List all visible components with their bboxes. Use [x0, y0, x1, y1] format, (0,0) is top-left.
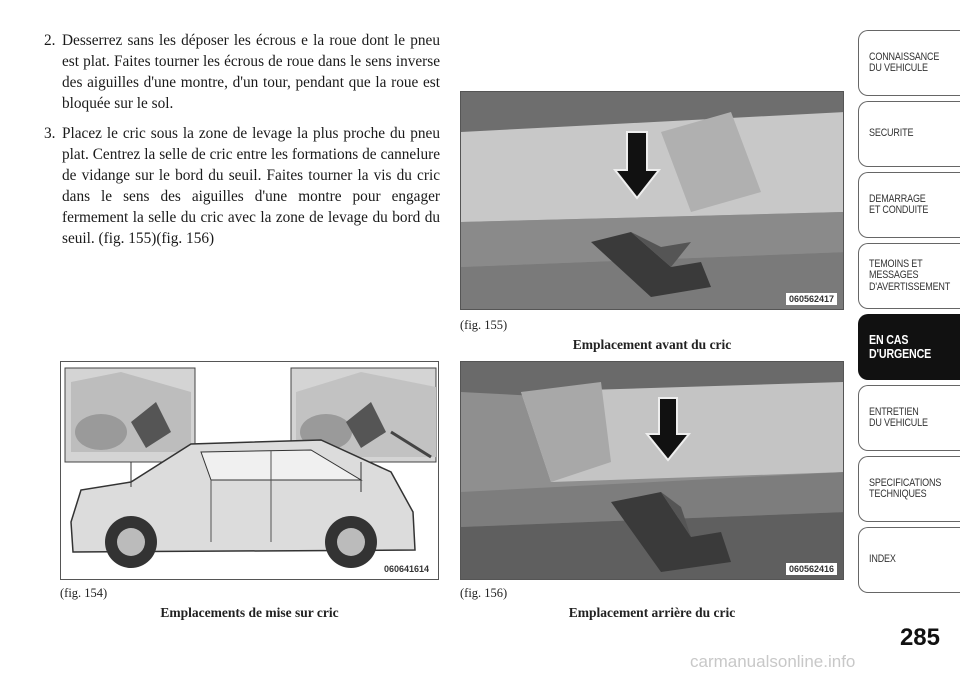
figure-154-image: 060641614 — [60, 361, 439, 580]
tab-index[interactable]: INDEX — [858, 527, 960, 593]
figure-156-caption: Emplacement arrière du cric — [568, 605, 736, 620]
figure-155-image: 060562417 — [460, 91, 844, 310]
figure-156-image: 060562416 — [460, 361, 844, 580]
step-item: 2. Desserrez sans les déposer les écrous… — [44, 30, 440, 114]
figure-code: 060562416 — [785, 563, 837, 575]
instruction-steps: 2. Desserrez sans les déposer les écrous… — [44, 30, 440, 258]
tab-label: EN CAS D'URGENCE — [869, 332, 932, 361]
tab-label: SECURITE — [869, 127, 914, 140]
tab-temoins-et-messages[interactable]: TEMOINS ET MESSAGES D'AVERTISSEMENT — [858, 243, 960, 309]
step-number: 3. — [44, 125, 56, 142]
figure-154-caption: Emplacements de mise sur cric — [160, 605, 339, 620]
tab-entretien-du-vehicule[interactable]: ENTRETIEN DU VEHICULE — [858, 385, 960, 451]
step-item: 3. Placez le cric sous la zone de levage… — [44, 123, 440, 249]
figure-code: 060562417 — [785, 293, 837, 305]
page-number: 285 — [899, 624, 940, 651]
tab-securite[interactable]: SECURITE — [858, 101, 960, 167]
figure-154-number: (fig. 154) — [60, 586, 108, 600]
front-jack-illustration — [461, 92, 843, 309]
section-tabs: CONNAISSANCE DU VEHICULE SECURITE DEMARR… — [858, 30, 960, 598]
watermark: carmanualsonline.info — [690, 652, 856, 671]
tab-label: DEMARRAGE ET CONDUITE — [869, 192, 929, 216]
tab-label: TEMOINS ET MESSAGES D'AVERTISSEMENT — [869, 257, 951, 293]
tab-label: SPECIFICATIONS TECHNIQUES — [869, 476, 942, 500]
tab-en-cas-durgence[interactable]: EN CAS D'URGENCE — [858, 314, 960, 380]
tab-label: CONNAISSANCE DU VEHICULE — [869, 50, 940, 74]
figure-code: 060641614 — [380, 563, 432, 575]
step-text: Placez le cric sous la zone de levage la… — [62, 125, 440, 247]
tab-specifications-techniques[interactable]: SPECIFICATIONS TECHNIQUES — [858, 456, 960, 522]
step-number: 2. — [44, 32, 56, 49]
car-jack-locations-illustration — [64, 367, 437, 568]
tab-label: INDEX — [869, 553, 896, 566]
tab-connaissance-du-vehicule[interactable]: CONNAISSANCE DU VEHICULE — [858, 30, 960, 96]
figure-156-number: (fig. 156) — [460, 586, 508, 600]
rear-jack-illustration — [461, 362, 843, 579]
figure-155-caption: Emplacement avant du cric — [572, 337, 732, 352]
step-text: Desserrez sans les déposer les écrous e … — [62, 32, 440, 112]
figure-155-number: (fig. 155) — [460, 318, 508, 332]
tab-demarrage-et-conduite[interactable]: DEMARRAGE ET CONDUITE — [858, 172, 960, 238]
tab-label: ENTRETIEN DU VEHICULE — [869, 405, 928, 429]
